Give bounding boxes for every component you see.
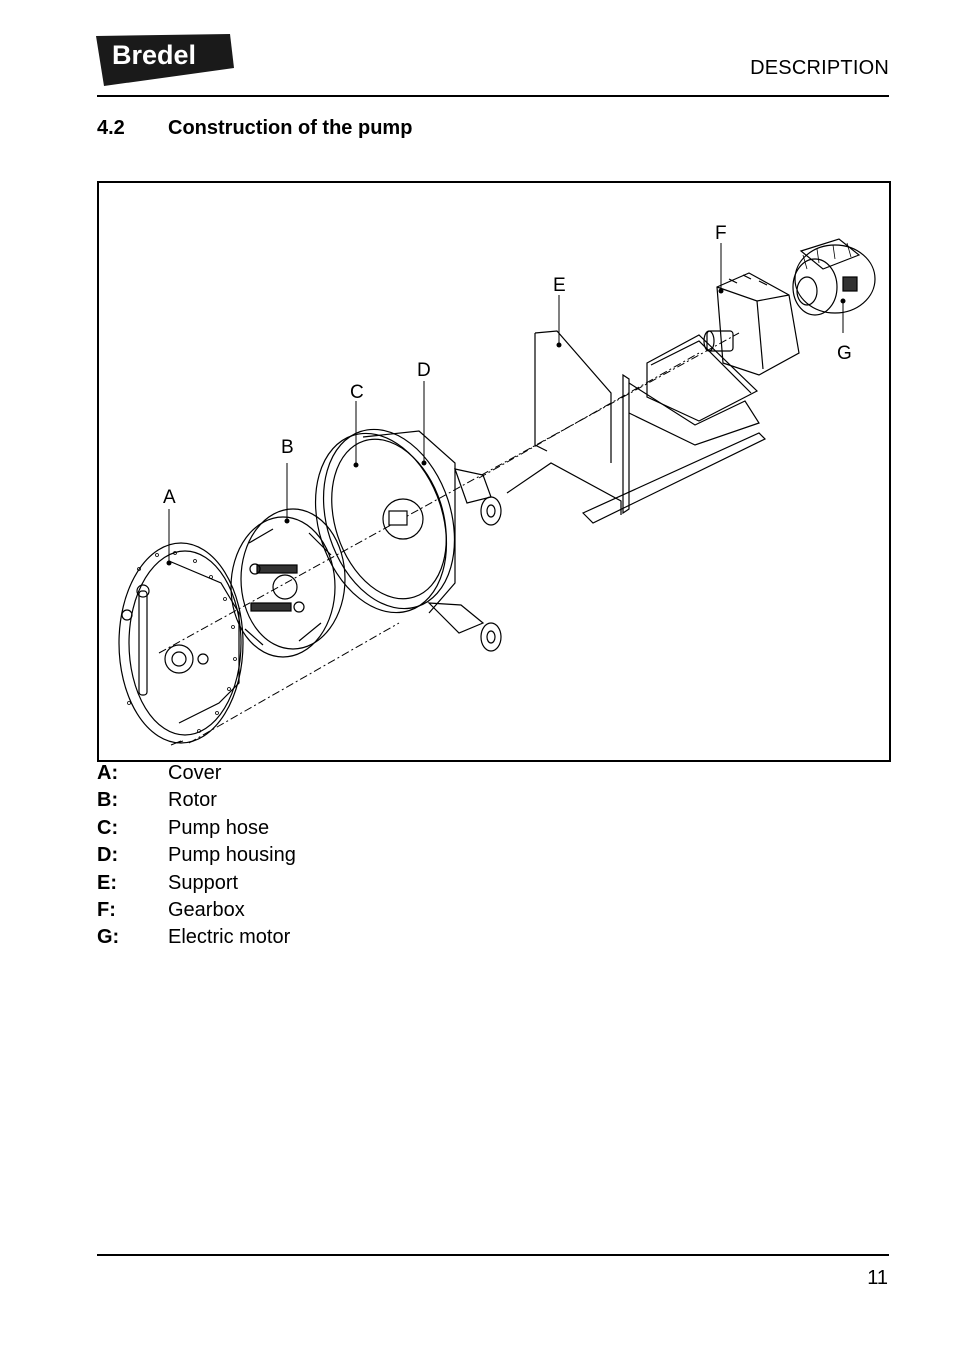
callout-g: G <box>837 343 852 364</box>
legend-key: A: <box>97 762 119 784</box>
legend-label: Support <box>168 871 239 894</box>
callout-c: C <box>350 382 364 403</box>
legend-label: Pump hose <box>168 816 270 839</box>
legend-item: F: Gearbox <box>97 898 296 925</box>
legend-label: Pump housing <box>168 844 296 867</box>
pump-exploded-diagram: A B C D E F G <box>97 181 891 762</box>
legend-item: E: Support <box>97 871 296 898</box>
callout-b: B <box>281 437 294 458</box>
legend-item: C: Pump hose <box>97 816 296 843</box>
legend-label: Rotor <box>168 789 217 812</box>
pump-housing-part <box>314 428 502 652</box>
gearbox-part <box>703 272 800 376</box>
heading-title: Construction of the pump <box>168 117 413 139</box>
legend-item: B: Rotor <box>97 788 296 815</box>
legend-item: A: Cover <box>97 761 296 788</box>
callout-f: F <box>715 223 727 244</box>
legend-key: E: <box>97 871 117 894</box>
rotor-part <box>230 508 346 658</box>
legend-label: Cover <box>168 762 222 784</box>
legend-label: Electric motor <box>168 926 291 949</box>
legend-key: B: <box>97 789 119 812</box>
legend-label: Gearbox <box>168 898 245 921</box>
legend-key: G: <box>97 926 120 949</box>
legend-key: C: <box>97 816 119 839</box>
callout-d: D <box>417 360 431 381</box>
bredel-logo: Bredel <box>96 34 236 86</box>
section-heading: 4.2 Construction of the pump <box>97 117 412 140</box>
page-number: 11 <box>867 1267 888 1289</box>
heading-number: 4.2 <box>97 117 125 139</box>
cover-part <box>118 542 244 746</box>
support-part <box>506 330 767 524</box>
legend-item: D: Pump housing <box>97 843 296 870</box>
legend-key: D: <box>97 844 119 867</box>
section-title: DESCRIPTION <box>750 57 889 79</box>
footer-divider <box>97 1254 889 1256</box>
parts-legend: A: Cover B: Rotor C: Pump hose D: Pump housi… <box>97 761 296 953</box>
callout-a: A <box>163 487 176 508</box>
callout-e: E <box>553 275 566 296</box>
logo-text: Bredel <box>112 40 196 70</box>
electric-motor-part <box>792 238 876 316</box>
legend-key: F: <box>97 898 116 921</box>
header-divider <box>97 95 889 97</box>
legend-item: G: Electric motor <box>97 925 296 952</box>
